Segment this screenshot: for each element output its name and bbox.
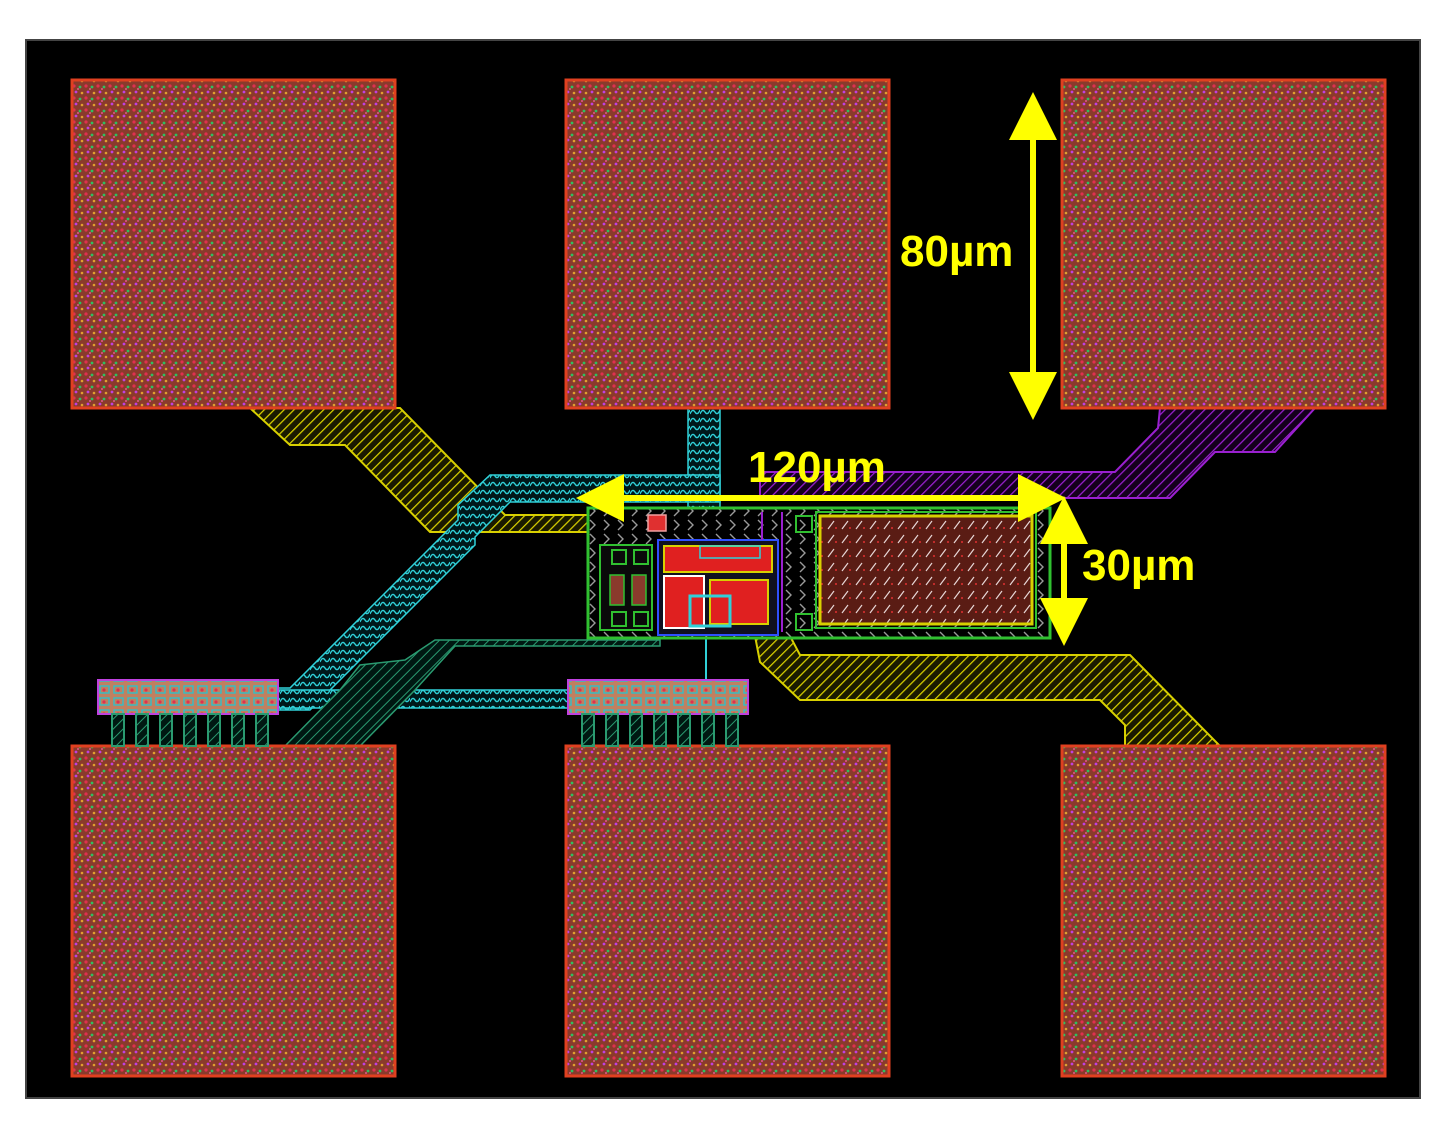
bond-pad-bottom-right xyxy=(1060,744,1387,1078)
connector-left xyxy=(97,679,279,747)
device-block xyxy=(586,506,1052,640)
bond-pads xyxy=(70,78,1387,1078)
bond-pad-bottom-left xyxy=(70,744,397,1078)
connector-middle xyxy=(567,679,749,747)
cyan-trace-bus xyxy=(274,689,571,709)
cyan-trace-vertical xyxy=(687,407,721,521)
device-height-label: 30µm xyxy=(1082,541,1195,590)
bond-pad-top-middle xyxy=(564,78,891,410)
bond-pad-top-left xyxy=(70,78,397,410)
device-width-label: 120µm xyxy=(748,443,886,492)
resistor-element xyxy=(818,514,1034,626)
green-trace xyxy=(283,639,661,747)
bond-pad-bottom-middle xyxy=(564,744,891,1078)
dimension-annotations: 80µm 120µm 30µm xyxy=(576,92,1195,646)
bond-pad-top-right xyxy=(1060,78,1387,410)
pad-height-label: 80µm xyxy=(900,227,1013,276)
